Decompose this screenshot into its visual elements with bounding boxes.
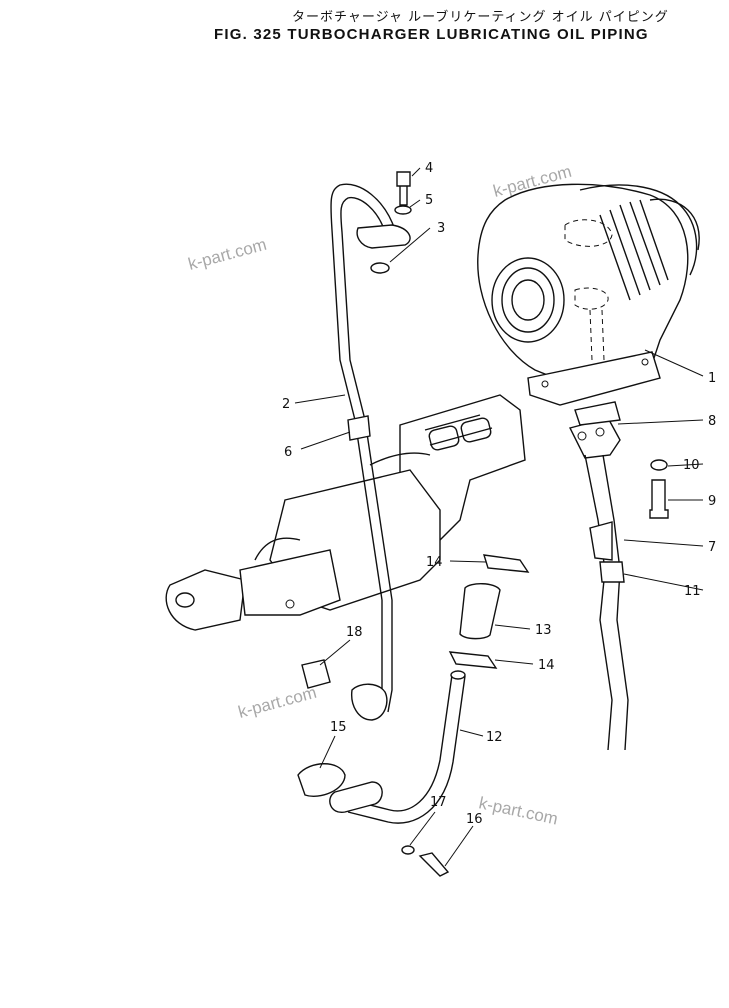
watermark: k-part.com [186, 235, 268, 274]
lock-washer [394, 205, 412, 215]
connector [301, 659, 331, 689]
callout: 7 [708, 540, 716, 555]
callout: 14 [538, 658, 555, 673]
oil-return-pipe [329, 670, 466, 824]
bolt [396, 171, 411, 206]
callout: 16 [466, 812, 483, 827]
bolt [649, 479, 669, 519]
hose-clamp [483, 554, 530, 573]
figure-title: FIG. 325 TURBOCHARGER LUBRICATING OIL PI… [214, 26, 649, 43]
callout: 13 [535, 623, 552, 638]
callout: 14 [426, 555, 443, 570]
hose-clamp [448, 651, 498, 669]
callout: 12 [486, 730, 503, 745]
callout: 6 [284, 445, 292, 460]
callout: 3 [437, 221, 445, 236]
oil-drain-pipe [568, 401, 629, 751]
washer [401, 845, 415, 855]
callout: 1 [708, 371, 716, 386]
callout: 18 [346, 625, 363, 640]
gasket [370, 262, 390, 274]
turbocharger [477, 183, 700, 406]
callout: 8 [708, 414, 716, 429]
exhaust-manifold [165, 394, 526, 631]
flange-gasket [297, 763, 346, 797]
figure-title-japanese: ターボチャージャ ルーブリケーティング オイル パイピング [292, 10, 669, 25]
bolt [418, 852, 450, 877]
callout: 2 [282, 397, 290, 412]
callout: 17 [430, 795, 447, 810]
callout: 4 [425, 161, 433, 176]
oil-inlet-pipe [330, 183, 411, 721]
callout: 11 [684, 584, 701, 599]
callout: 15 [330, 720, 347, 735]
callout: 9 [708, 494, 716, 509]
lock-washer [650, 459, 668, 471]
filter-element [459, 583, 501, 640]
watermark: k-part.com [477, 793, 559, 828]
watermark: k-part.com [236, 683, 318, 722]
callout: 10 [683, 458, 700, 473]
callout: 5 [425, 193, 433, 208]
